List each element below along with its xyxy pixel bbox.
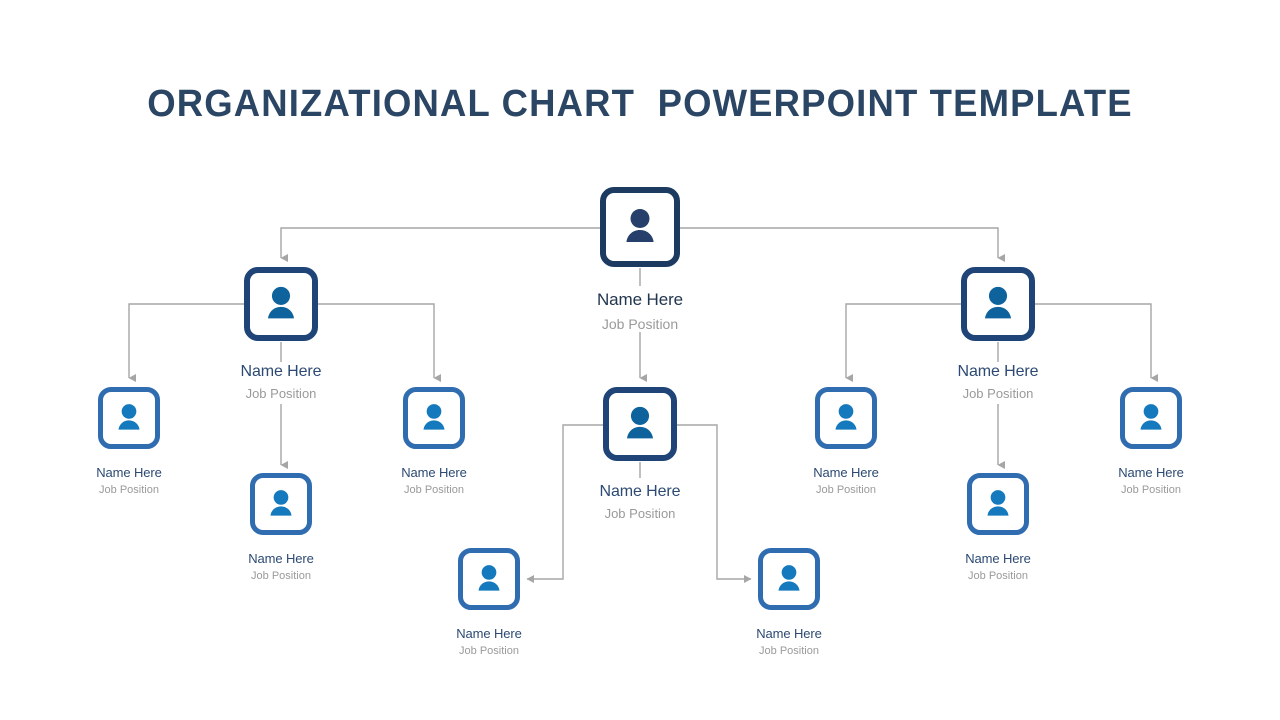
node-avatar-box[interactable]: [600, 187, 680, 267]
node-avatar-box[interactable]: [250, 473, 312, 535]
org-node-leaf-left-under[interactable]: Name Here Job Position: [201, 473, 361, 584]
node-role: Job Position: [759, 645, 819, 657]
node-name: Name Here: [1118, 465, 1184, 480]
person-icon: [1140, 404, 1162, 430]
org-node-leaf-right-left[interactable]: Name Here Job Position: [766, 387, 926, 498]
person-icon: [778, 565, 800, 591]
node-name: Name Here: [456, 626, 522, 641]
node-name: Name Here: [240, 363, 322, 380]
org-node-leaf-right-under[interactable]: Name Here Job Position: [918, 473, 1078, 584]
org-node-leaf-left-right[interactable]: Name Here Job Position: [354, 387, 514, 498]
node-avatar-box[interactable]: [967, 473, 1029, 535]
person-icon: [118, 404, 140, 430]
org-node-leaf-center-right[interactable]: Name Here Job Position: [709, 548, 869, 659]
node-role: Job Position: [404, 484, 464, 496]
person-icon: [626, 209, 654, 242]
node-role: Job Position: [604, 506, 676, 521]
org-node-leaf-far-left[interactable]: Name Here Job Position: [49, 387, 209, 498]
node-role: Job Position: [1121, 484, 1181, 496]
person-icon: [835, 404, 857, 430]
person-icon: [985, 286, 1011, 319]
person-icon: [268, 286, 294, 319]
org-node-leaf-far-right[interactable]: Name Here Job Position: [1071, 387, 1231, 498]
node-avatar-box[interactable]: [603, 387, 677, 461]
org-node-vp-right[interactable]: Name Here Job Position: [898, 267, 1098, 403]
person-icon: [987, 490, 1009, 516]
person-icon: [423, 404, 445, 430]
node-name: Name Here: [965, 551, 1031, 566]
node-name: Name Here: [957, 363, 1039, 380]
node-name: Name Here: [756, 626, 822, 641]
node-name: Name Here: [596, 290, 684, 309]
org-node-ceo[interactable]: Name Here Job Position: [540, 187, 740, 334]
node-avatar-box[interactable]: [758, 548, 820, 610]
node-avatar-box[interactable]: [815, 387, 877, 449]
org-node-leaf-center-left[interactable]: Name Here Job Position: [409, 548, 569, 659]
node-role: Job Position: [816, 484, 876, 496]
node-role: Job Position: [245, 386, 317, 401]
node-avatar-box[interactable]: [244, 267, 318, 341]
person-icon: [478, 565, 500, 591]
node-name: Name Here: [813, 465, 879, 480]
node-avatar-box[interactable]: [1120, 387, 1182, 449]
node-name: Name Here: [599, 483, 681, 500]
person-icon: [627, 406, 653, 439]
node-name: Name Here: [248, 551, 314, 566]
node-role: Job Position: [968, 570, 1028, 582]
node-role: Job Position: [962, 386, 1034, 401]
org-node-vp-center[interactable]: Name Here Job Position: [540, 387, 740, 523]
node-role: Job Position: [459, 645, 519, 657]
person-icon: [270, 490, 292, 516]
node-avatar-box[interactable]: [98, 387, 160, 449]
node-avatar-box[interactable]: [458, 548, 520, 610]
node-name: Name Here: [401, 465, 467, 480]
node-name: Name Here: [96, 465, 162, 480]
page-title: ORGANIZATIONAL CHART POWERPOINT TEMPLATE: [147, 83, 1133, 125]
node-role: Job Position: [99, 484, 159, 496]
node-avatar-box[interactable]: [403, 387, 465, 449]
org-node-vp-left[interactable]: Name Here Job Position: [181, 267, 381, 403]
node-role: Job Position: [601, 316, 679, 332]
node-role: Job Position: [251, 570, 311, 582]
node-avatar-box[interactable]: [961, 267, 1035, 341]
